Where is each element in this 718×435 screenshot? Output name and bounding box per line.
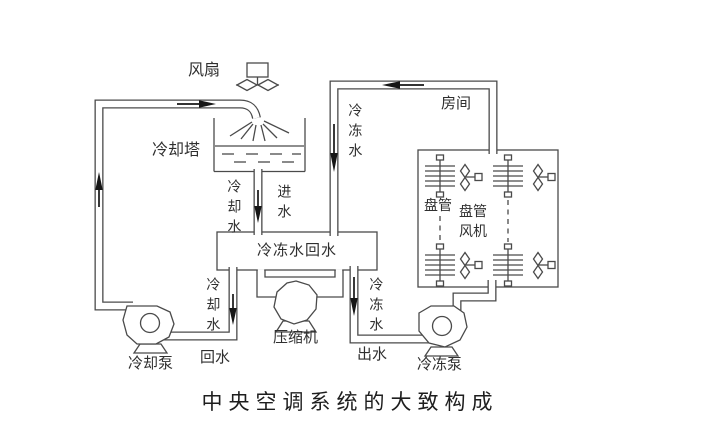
return-water-label: 回水	[200, 349, 231, 366]
pump-impeller	[139, 312, 161, 334]
spray-lines-icon	[229, 120, 290, 142]
pump-impeller	[431, 315, 453, 337]
cooling-water-drain-label: 冷却水	[205, 277, 222, 337]
coil-icon	[425, 154, 455, 198]
fan-label: 风扇	[188, 62, 221, 79]
chilled-water-return-box	[216, 231, 378, 271]
fan-icon	[235, 62, 280, 92]
coil-fan-label: 盘管风机	[459, 203, 487, 240]
coil-fan-icon	[459, 163, 483, 192]
flow-arrow-down	[229, 294, 237, 325]
coil-fan-icon	[459, 251, 483, 280]
flow-arrow-left	[382, 81, 424, 89]
coil-icon	[425, 243, 455, 287]
flow-arrow-up	[95, 172, 103, 207]
pump-base	[423, 346, 460, 357]
outlet-water-label: 出水	[357, 346, 388, 363]
cooling-pump-label: 冷却泵	[128, 355, 174, 372]
flow-arrow-down	[330, 124, 338, 172]
flow-arrow-right	[177, 100, 216, 108]
pump-base	[132, 343, 169, 354]
flow-arrow-down	[350, 277, 358, 316]
diagram-title: 中央空调系统的大致构成	[201, 391, 499, 414]
chilled-water-drain-label: 冷冻水	[368, 277, 385, 337]
room-label: 房间	[441, 95, 472, 112]
cooling-pump	[122, 305, 175, 354]
compressor-piping	[256, 269, 344, 298]
coil-fan-icon	[532, 163, 556, 192]
compressor-label: 压缩机	[273, 329, 319, 346]
cooling-tower-label: 冷却塔	[152, 142, 201, 159]
coil-label: 盘管	[424, 197, 452, 213]
cooling-tower	[213, 118, 306, 173]
chilled-pump	[418, 305, 468, 357]
chilled-water-supply-label: 冷冻水	[347, 103, 364, 163]
flow-arrows	[95, 81, 424, 325]
compressor	[273, 280, 318, 333]
chilled-water-return-label: 冷冻水回水	[256, 242, 337, 259]
water-dashes	[222, 153, 301, 163]
coil-icon	[493, 154, 523, 198]
flow-arrow-down	[254, 190, 262, 223]
inlet-water-label: 进水	[276, 184, 293, 224]
compressor-body	[273, 280, 318, 325]
cooling-water-tower-label: 冷却水	[226, 179, 243, 239]
chilled-pump-label: 冷冻泵	[417, 356, 463, 373]
fan-coil-units	[425, 154, 556, 287]
coil-icon	[493, 243, 523, 287]
coil-fan-icon	[532, 251, 556, 280]
